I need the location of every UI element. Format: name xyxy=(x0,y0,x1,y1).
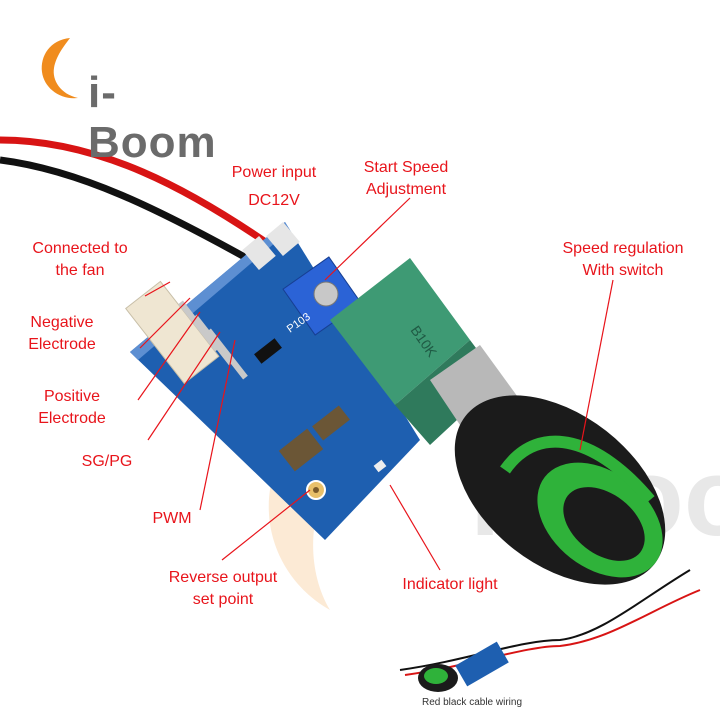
label-sgpg: SG/PG xyxy=(81,453,133,470)
thumbnail xyxy=(399,569,701,692)
label-indicator: Indicator light xyxy=(402,576,498,593)
black-wire xyxy=(0,156,252,264)
knob xyxy=(454,395,666,585)
label-negative: Negative Electrode xyxy=(28,314,96,353)
logo-text: i-Boom xyxy=(88,68,217,167)
label-power-input: Power input DC12V xyxy=(231,164,317,209)
label-pwm: PWM xyxy=(152,510,192,527)
brand-logo: i-Boom xyxy=(30,28,230,167)
logo-mark xyxy=(41,38,78,99)
label-fan: Connected to the fan xyxy=(32,240,128,279)
indicator-led xyxy=(373,459,387,473)
label-positive: Positive Electrode xyxy=(38,388,106,427)
pcb-board: P103 xyxy=(125,221,420,540)
red-wire xyxy=(0,136,272,248)
label-speed-regulation: Speed regulation With switch xyxy=(562,240,684,279)
label-reverse: Reverse output set point xyxy=(168,569,278,608)
annotation-arrows xyxy=(137,197,614,571)
caption: Red black cable wiring xyxy=(421,697,523,708)
label-start-speed: Start Speed Adjustment xyxy=(363,159,449,198)
